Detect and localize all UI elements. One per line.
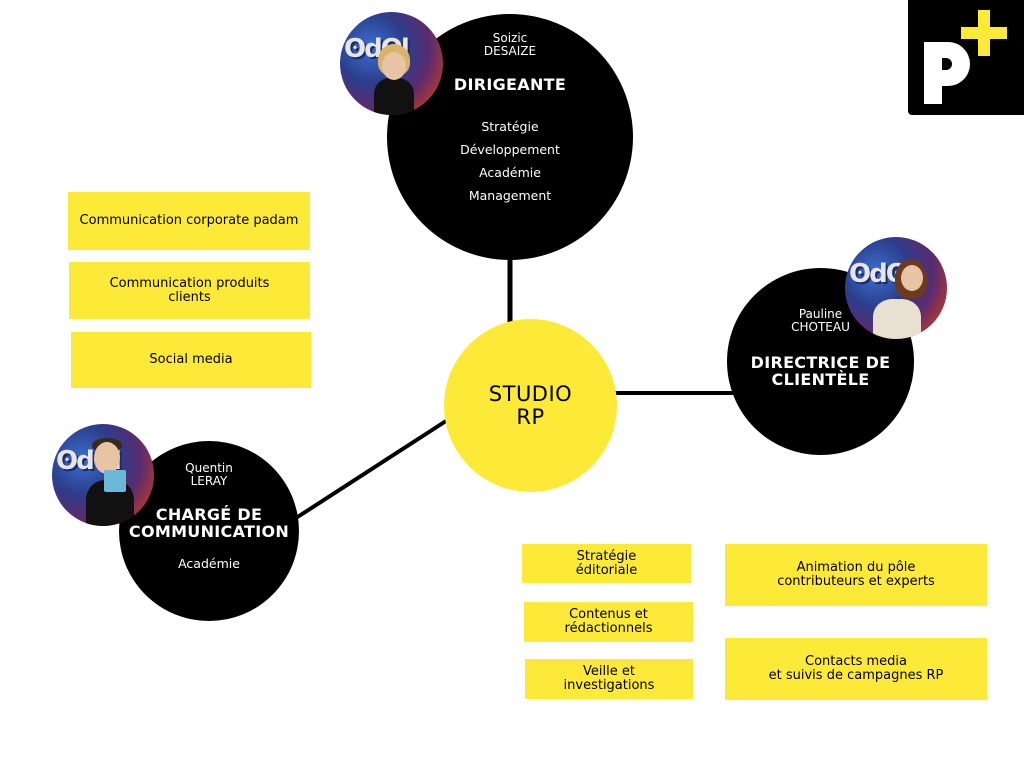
p-plus-logo-icon: [924, 10, 1007, 104]
directrice-first-name: Pauline: [798, 307, 843, 321]
studio-rp-center: STUDIO RP: [444, 319, 617, 492]
charge-first-name: Quentin: [185, 461, 233, 475]
left-box-corporate: Communication corporate padam: [68, 192, 310, 250]
box-veille-line-2: investigations: [563, 678, 655, 693]
left-box-produits-line-2: clients: [168, 289, 211, 305]
charge-photo: ʘdʘl: [52, 424, 154, 526]
directrice-photo: ʘdʘl: [845, 237, 947, 339]
box-veille-line-1: Veille et: [583, 664, 635, 679]
charge-role-line-1: CHARGÉ DE: [155, 505, 263, 524]
left-box-social: Social media: [71, 332, 311, 388]
box-contenus-line-1: Contenus et: [569, 607, 648, 622]
box-contacts-media-line-2: et suivis de campagnes RP: [768, 668, 944, 683]
center-line-1: STUDIO: [488, 381, 573, 406]
box-animation-pole-line-2: contributeurs et experts: [777, 574, 935, 589]
dirigeante-last-name: DESAIZE: [483, 44, 537, 58]
box-animation-pole-line-1: Animation du pôle: [796, 560, 916, 575]
box-strategie-editoriale-line-1: Stratégie: [576, 548, 637, 564]
dirigeante-task-4: Management: [468, 188, 552, 203]
directrice-role-line-1: DIRECTRICE DE: [750, 353, 891, 372]
box-strategie-editoriale: Stratégie éditoriale: [522, 544, 691, 583]
directrice-role-line-2: CLIENTÈLE: [771, 370, 870, 389]
box-contenus: Contenus et rédactionnels: [524, 602, 693, 642]
charge-role-line-2: COMMUNICATION: [128, 522, 290, 541]
dirigeante-photo: ʘdʘl: [340, 12, 443, 115]
dirigeante-first-name: Soizic: [492, 31, 528, 45]
connector-charge: [294, 419, 448, 520]
left-box-corporate-line-1: Communication corporate padam: [79, 213, 299, 228]
dirigeante-role: DIRIGEANTE: [453, 75, 567, 94]
center-line-2: RP: [516, 404, 545, 429]
box-veille: Veille et investigations: [525, 659, 693, 699]
directrice-node: Pauline CHOTEAU DIRECTRICE DE CLIENTÈLE: [727, 268, 914, 455]
charge-task: Académie: [178, 556, 240, 571]
p-plus-logo: [908, 0, 1024, 115]
dirigeante-task-2: Développement: [460, 142, 560, 157]
box-animation-pole: Animation du pôle contributeurs et exper…: [725, 544, 987, 606]
box-contacts-media: Contacts media et suivis de campagnes RP: [725, 638, 987, 700]
charge-last-name: LERAY: [190, 474, 228, 488]
directrice-last-name: CHOTEAU: [791, 320, 850, 334]
left-box-social-line-1: Social media: [149, 352, 233, 367]
dirigeante-task-1: Stratégie: [481, 119, 539, 134]
left-box-produits-line-1: Communication produits: [109, 275, 270, 291]
box-contacts-media-line-1: Contacts media: [805, 654, 907, 669]
box-strategie-editoriale-line-2: éditoriale: [575, 562, 638, 578]
dirigeante-task-3: Académie: [479, 165, 541, 180]
left-box-produits: Communication produits clients: [69, 262, 310, 319]
box-contenus-line-2: rédactionnels: [564, 621, 653, 636]
